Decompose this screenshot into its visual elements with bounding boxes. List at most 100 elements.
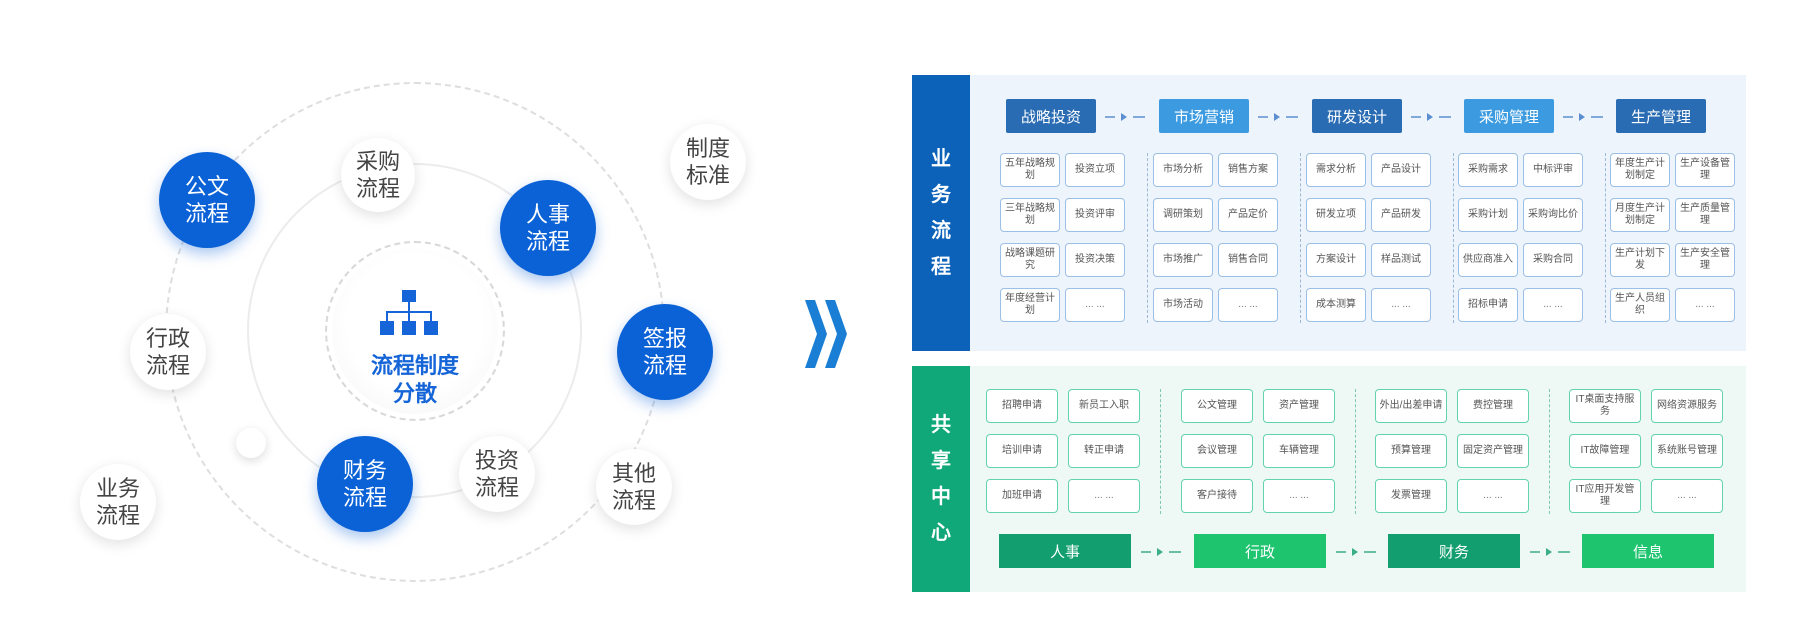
service-item[interactable]: 系统账号管理 [1651, 434, 1723, 468]
service-item[interactable]: 新员工入职 [1068, 389, 1140, 423]
process-item[interactable]: 研发立项 [1306, 198, 1366, 232]
process-node[interactable]: 公文 流程 [159, 152, 255, 248]
service-item[interactable]: IT故障管理 [1569, 434, 1641, 468]
service-item[interactable]: ... ... [1263, 479, 1335, 513]
arrow-right-icon [1563, 110, 1603, 122]
process-item[interactable]: 市场分析 [1153, 153, 1213, 187]
business-title-char: 程 [931, 256, 951, 278]
middle-ring [247, 163, 582, 498]
shared-title-char: 共 [931, 414, 951, 436]
process-item[interactable]: 投资评审 [1065, 198, 1125, 232]
service-item[interactable]: ... ... [1651, 479, 1723, 513]
service-item[interactable]: IT应用开发管理 [1569, 479, 1641, 513]
service-item[interactable]: 外出/出差申请 [1375, 389, 1447, 423]
process-node[interactable]: 行政 流程 [130, 314, 206, 390]
process-item[interactable]: 生产安全管理 [1675, 243, 1735, 277]
shared-category-3[interactable]: 信息 [1582, 534, 1714, 568]
process-item[interactable]: 方案设计 [1306, 243, 1366, 277]
process-node[interactable]: 财务 流程 [317, 436, 413, 532]
process-node[interactable]: 人事 流程 [500, 180, 596, 276]
process-item[interactable]: 投资决策 [1065, 243, 1125, 277]
process-item[interactable]: 产品设计 [1371, 153, 1431, 187]
service-item[interactable]: IT桌面支持服务 [1569, 389, 1641, 423]
process-item[interactable]: 调研策划 [1153, 198, 1213, 232]
business-process-body: 战略投资五年战略规划投资立项三年战略规划投资评审战略课题研究投资决策年度经营计划… [970, 75, 1746, 351]
process-item[interactable]: 供应商准入 [1458, 243, 1518, 277]
service-item[interactable]: ... ... [1457, 479, 1529, 513]
process-item[interactable]: 生产设备管理 [1675, 153, 1735, 187]
process-item[interactable]: 生产人员组织 [1610, 288, 1670, 322]
column-divider [1549, 389, 1550, 514]
service-item[interactable]: 会议管理 [1181, 434, 1253, 468]
process-item[interactable]: 产品定价 [1218, 198, 1278, 232]
process-header-3[interactable]: 采购管理 [1464, 99, 1554, 133]
shared-category-2[interactable]: 财务 [1388, 534, 1520, 568]
process-item[interactable]: 市场活动 [1153, 288, 1213, 322]
process-item[interactable]: 生产计划下发 [1610, 243, 1670, 277]
arrow-right-icon [1141, 545, 1181, 557]
shared-center-title: 共享中心 [912, 366, 970, 592]
process-item[interactable]: 月度生产计划制定 [1610, 198, 1670, 232]
service-item[interactable]: 加班申请 [986, 479, 1058, 513]
process-item[interactable]: 三年战略规划 [1000, 198, 1060, 232]
service-item[interactable]: 转正申请 [1068, 434, 1140, 468]
process-item[interactable]: 年度经营计划 [1000, 288, 1060, 322]
process-item[interactable]: 采购询比价 [1523, 198, 1583, 232]
process-header-1[interactable]: 市场营销 [1159, 99, 1249, 133]
process-item[interactable]: 产品研发 [1371, 198, 1431, 232]
process-item[interactable]: 市场推广 [1153, 243, 1213, 277]
service-item[interactable]: ... ... [1068, 479, 1140, 513]
process-item[interactable]: 年度生产计划制定 [1610, 153, 1670, 187]
process-item[interactable]: 需求分析 [1306, 153, 1366, 187]
business-process-title: 业务流程 [912, 75, 970, 351]
shared-title-char: 心 [931, 522, 951, 544]
process-item[interactable]: ... ... [1371, 288, 1431, 322]
process-item[interactable]: 样品测试 [1371, 243, 1431, 277]
process-node[interactable]: 制度 标准 [670, 124, 746, 200]
process-item[interactable]: 战略课题研究 [1000, 243, 1060, 277]
service-item[interactable]: 固定资产管理 [1457, 434, 1529, 468]
process-item[interactable]: 成本测算 [1306, 288, 1366, 322]
process-node[interactable]: 采购 流程 [341, 138, 415, 212]
arrow-right-icon [1258, 110, 1298, 122]
service-item[interactable]: 发票管理 [1375, 479, 1447, 513]
process-item[interactable]: 采购需求 [1458, 153, 1518, 187]
process-item[interactable]: ... ... [1675, 288, 1735, 322]
service-item[interactable]: 费控管理 [1457, 389, 1529, 423]
process-node[interactable]: 投资 流程 [459, 436, 535, 512]
process-item[interactable]: 投资立项 [1065, 153, 1125, 187]
service-item[interactable]: 车辆管理 [1263, 434, 1335, 468]
process-item[interactable]: 生产质量管理 [1675, 198, 1735, 232]
service-item[interactable]: 招聘申请 [986, 389, 1058, 423]
service-item[interactable]: 网络资源服务 [1651, 389, 1723, 423]
shared-title-char: 中 [931, 486, 951, 508]
arrow-right-icon [1411, 110, 1451, 122]
shared-category-1[interactable]: 行政 [1194, 534, 1326, 568]
inner-dashed-ring [325, 241, 505, 421]
process-item[interactable]: ... ... [1218, 288, 1278, 322]
process-item[interactable]: 中标评审 [1523, 153, 1583, 187]
business-process-panel: 业务流程 战略投资五年战略规划投资立项三年战略规划投资评审战略课题研究投资决策年… [912, 75, 1746, 351]
process-node[interactable]: 其他 流程 [596, 449, 672, 525]
process-item[interactable]: 采购计划 [1458, 198, 1518, 232]
process-node[interactable]: 签报 流程 [617, 304, 713, 400]
process-header-4[interactable]: 生产管理 [1616, 99, 1706, 133]
process-item[interactable]: 招标申请 [1458, 288, 1518, 322]
process-header-0[interactable]: 战略投资 [1006, 99, 1096, 133]
arrow-right-icon [1105, 110, 1145, 122]
column-divider [1605, 153, 1606, 323]
process-item[interactable]: 采购合同 [1523, 243, 1583, 277]
service-item[interactable]: 培训申请 [986, 434, 1058, 468]
shared-category-0[interactable]: 人事 [999, 534, 1131, 568]
process-header-2[interactable]: 研发设计 [1312, 99, 1402, 133]
process-item[interactable]: ... ... [1065, 288, 1125, 322]
service-item[interactable]: 预算管理 [1375, 434, 1447, 468]
process-item[interactable]: 销售方案 [1218, 153, 1278, 187]
process-item[interactable]: 五年战略规划 [1000, 153, 1060, 187]
service-item[interactable]: 客户接待 [1181, 479, 1253, 513]
process-item[interactable]: 销售合同 [1218, 243, 1278, 277]
process-node[interactable]: 业务 流程 [80, 464, 156, 540]
service-item[interactable]: 资产管理 [1263, 389, 1335, 423]
process-item[interactable]: ... ... [1523, 288, 1583, 322]
service-item[interactable]: 公文管理 [1181, 389, 1253, 423]
